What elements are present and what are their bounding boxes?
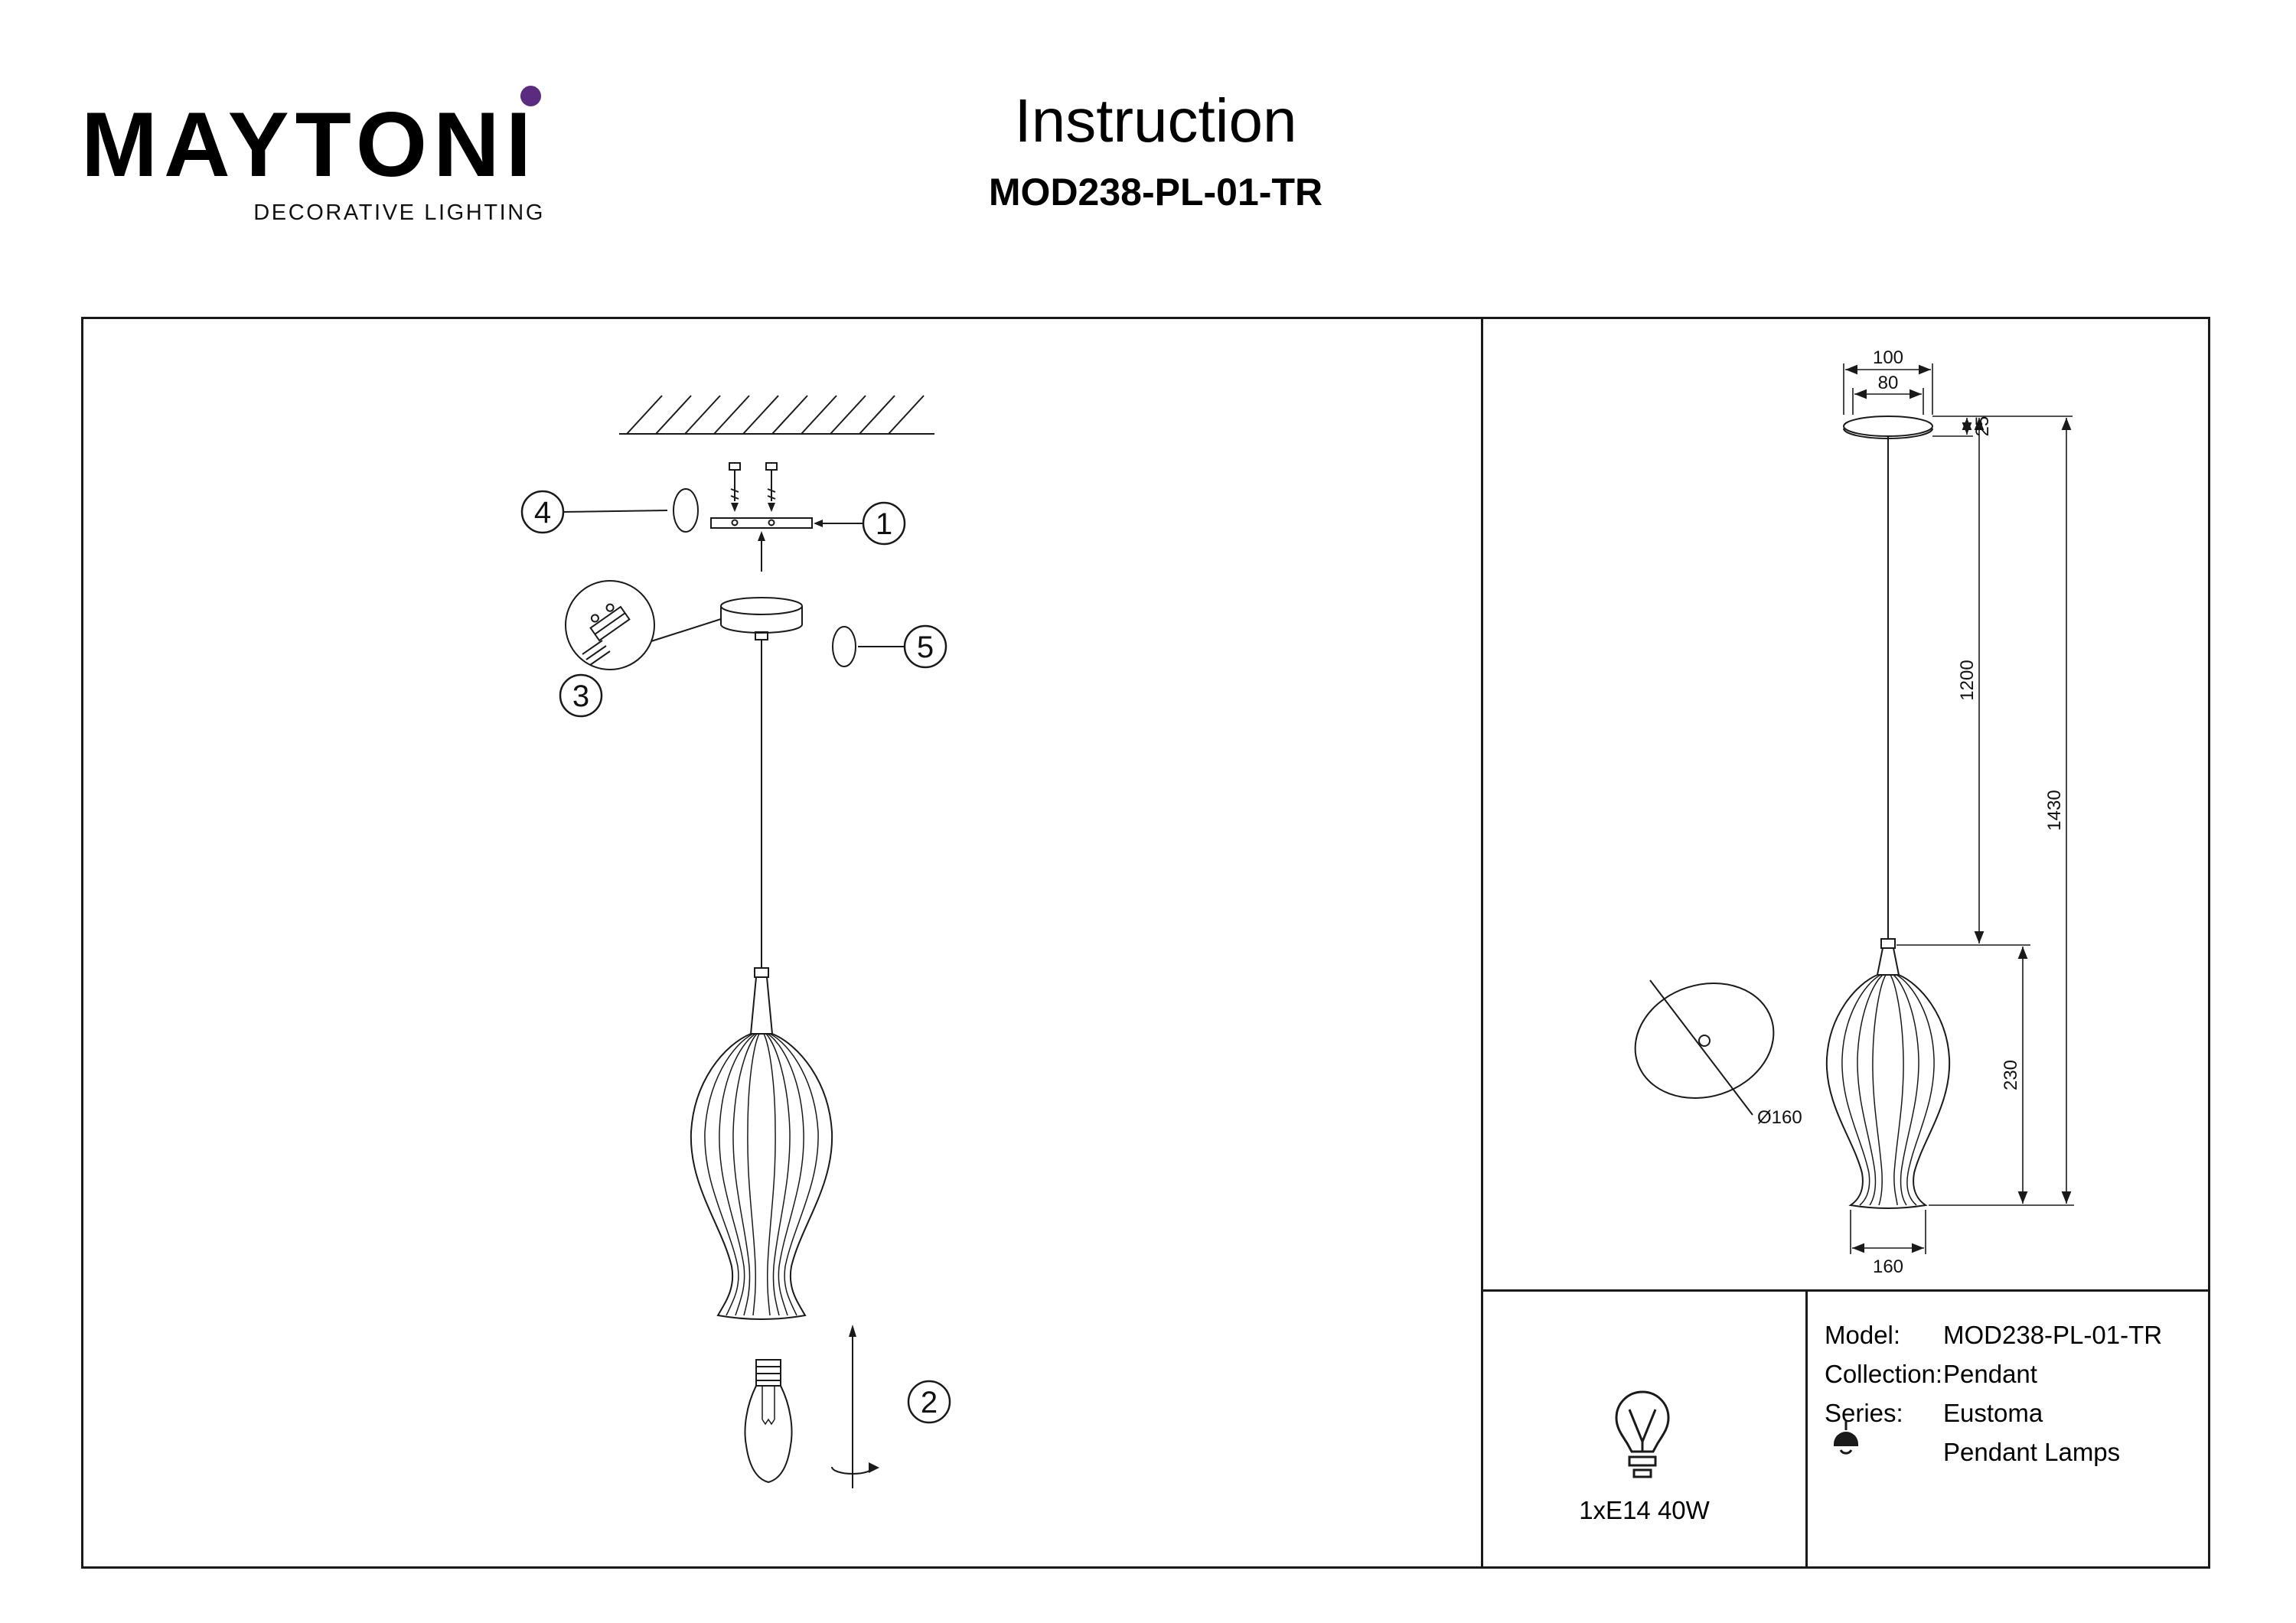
dim-shade-diameter-label: Ø160 <box>1757 1107 1802 1128</box>
callout-4-number: 4 <box>534 496 551 530</box>
callout-4: 4 <box>520 488 699 534</box>
bulb <box>744 1359 793 1484</box>
dim-canopy-outer-label: 100 <box>1873 347 1903 368</box>
callout-1-number: 1 <box>876 507 892 541</box>
callout-5: 5 <box>832 624 947 669</box>
dim-shade-width-label: 160 <box>1873 1256 1903 1277</box>
dim-wire-length-label: 1200 <box>1957 660 1978 700</box>
callout-2-number: 2 <box>921 1386 938 1419</box>
dim-canopy-height-label: 25 <box>1972 416 1993 437</box>
mounting-screws <box>729 462 778 512</box>
ceiling-hatch <box>619 395 934 435</box>
dimension-drawing: 100 80 25 1200 1430 230 Ø160 160 <box>1634 347 2074 1277</box>
mounting-bracket <box>710 517 813 572</box>
shade-top-view <box>1634 979 1775 1116</box>
brand-tagline: DECORATIVE LIGHTING <box>253 200 545 225</box>
page-title: Instruction <box>1014 86 1297 155</box>
assembly-panel: 1 4 5 <box>81 317 1481 1569</box>
dim-canopy <box>1843 416 1933 439</box>
dim-overall-height-label: 1430 <box>2044 790 2065 830</box>
glass-shade <box>690 1033 833 1320</box>
spec-value-series-type: Pendant Lamps <box>1943 1437 2121 1466</box>
spec-table-divider-horizontal <box>1483 1289 2208 1292</box>
logo-dot-icon <box>520 86 541 106</box>
spec-row-model: Model: MOD238-PL-01-TR <box>1825 1315 2192 1354</box>
spec-value-collection: Pendant <box>1943 1359 2037 1388</box>
bulb-spec-label: 1xE14 40W <box>1579 1496 1710 1524</box>
spec-table-divider-vertical <box>1805 1289 1808 1566</box>
dim-shade-socket <box>1877 938 1900 976</box>
spec-label-collection: Collection: <box>1825 1359 1943 1388</box>
dim-canopy-inner-label: 80 <box>1878 373 1899 393</box>
rotation-arrow <box>831 1325 879 1488</box>
callout-2: 2 <box>907 1380 951 1424</box>
callout-3: 3 <box>559 673 603 718</box>
spec-value-model: MOD238-PL-01-TR <box>1943 1320 2163 1349</box>
spec-row-collection: Collection: Pendant <box>1825 1354 2192 1393</box>
brand-wordmark: MAYTONI <box>81 93 538 196</box>
callout-1: 1 <box>814 501 906 546</box>
callout-3-number: 3 <box>572 680 589 713</box>
dimension-lines <box>1843 363 2074 1254</box>
product-spec-table: Model: MOD238-PL-01-TR Collection: Penda… <box>1825 1315 2192 1471</box>
pendant-lamps-icon <box>1834 1421 1858 1455</box>
assembly-drawing: 1 4 5 <box>520 395 951 1488</box>
spec-value-series: Eustoma <box>1943 1398 2043 1427</box>
spec-row-series-type: Pendant Lamps <box>1825 1432 2192 1471</box>
canopy <box>720 597 803 640</box>
model-code-heading: MOD238-PL-01-TR <box>988 171 1323 213</box>
shade-socket <box>750 967 773 1035</box>
callout-5-number: 5 <box>917 631 934 664</box>
dim-glass-shade <box>1825 974 1951 1209</box>
dim-shade-height-label: 230 <box>2001 1060 2021 1090</box>
spec-row-series: Series: Eustoma <box>1825 1393 2192 1432</box>
spec-label-model: Model: <box>1825 1320 1901 1349</box>
bulb-icon <box>1615 1390 1670 1478</box>
strain-relief-detail <box>565 580 722 670</box>
dimensions-panel: 100 80 25 1200 1430 230 Ø160 160 1xE14 4… <box>1481 317 2210 1569</box>
spec-label-series: Series: <box>1825 1398 1903 1427</box>
